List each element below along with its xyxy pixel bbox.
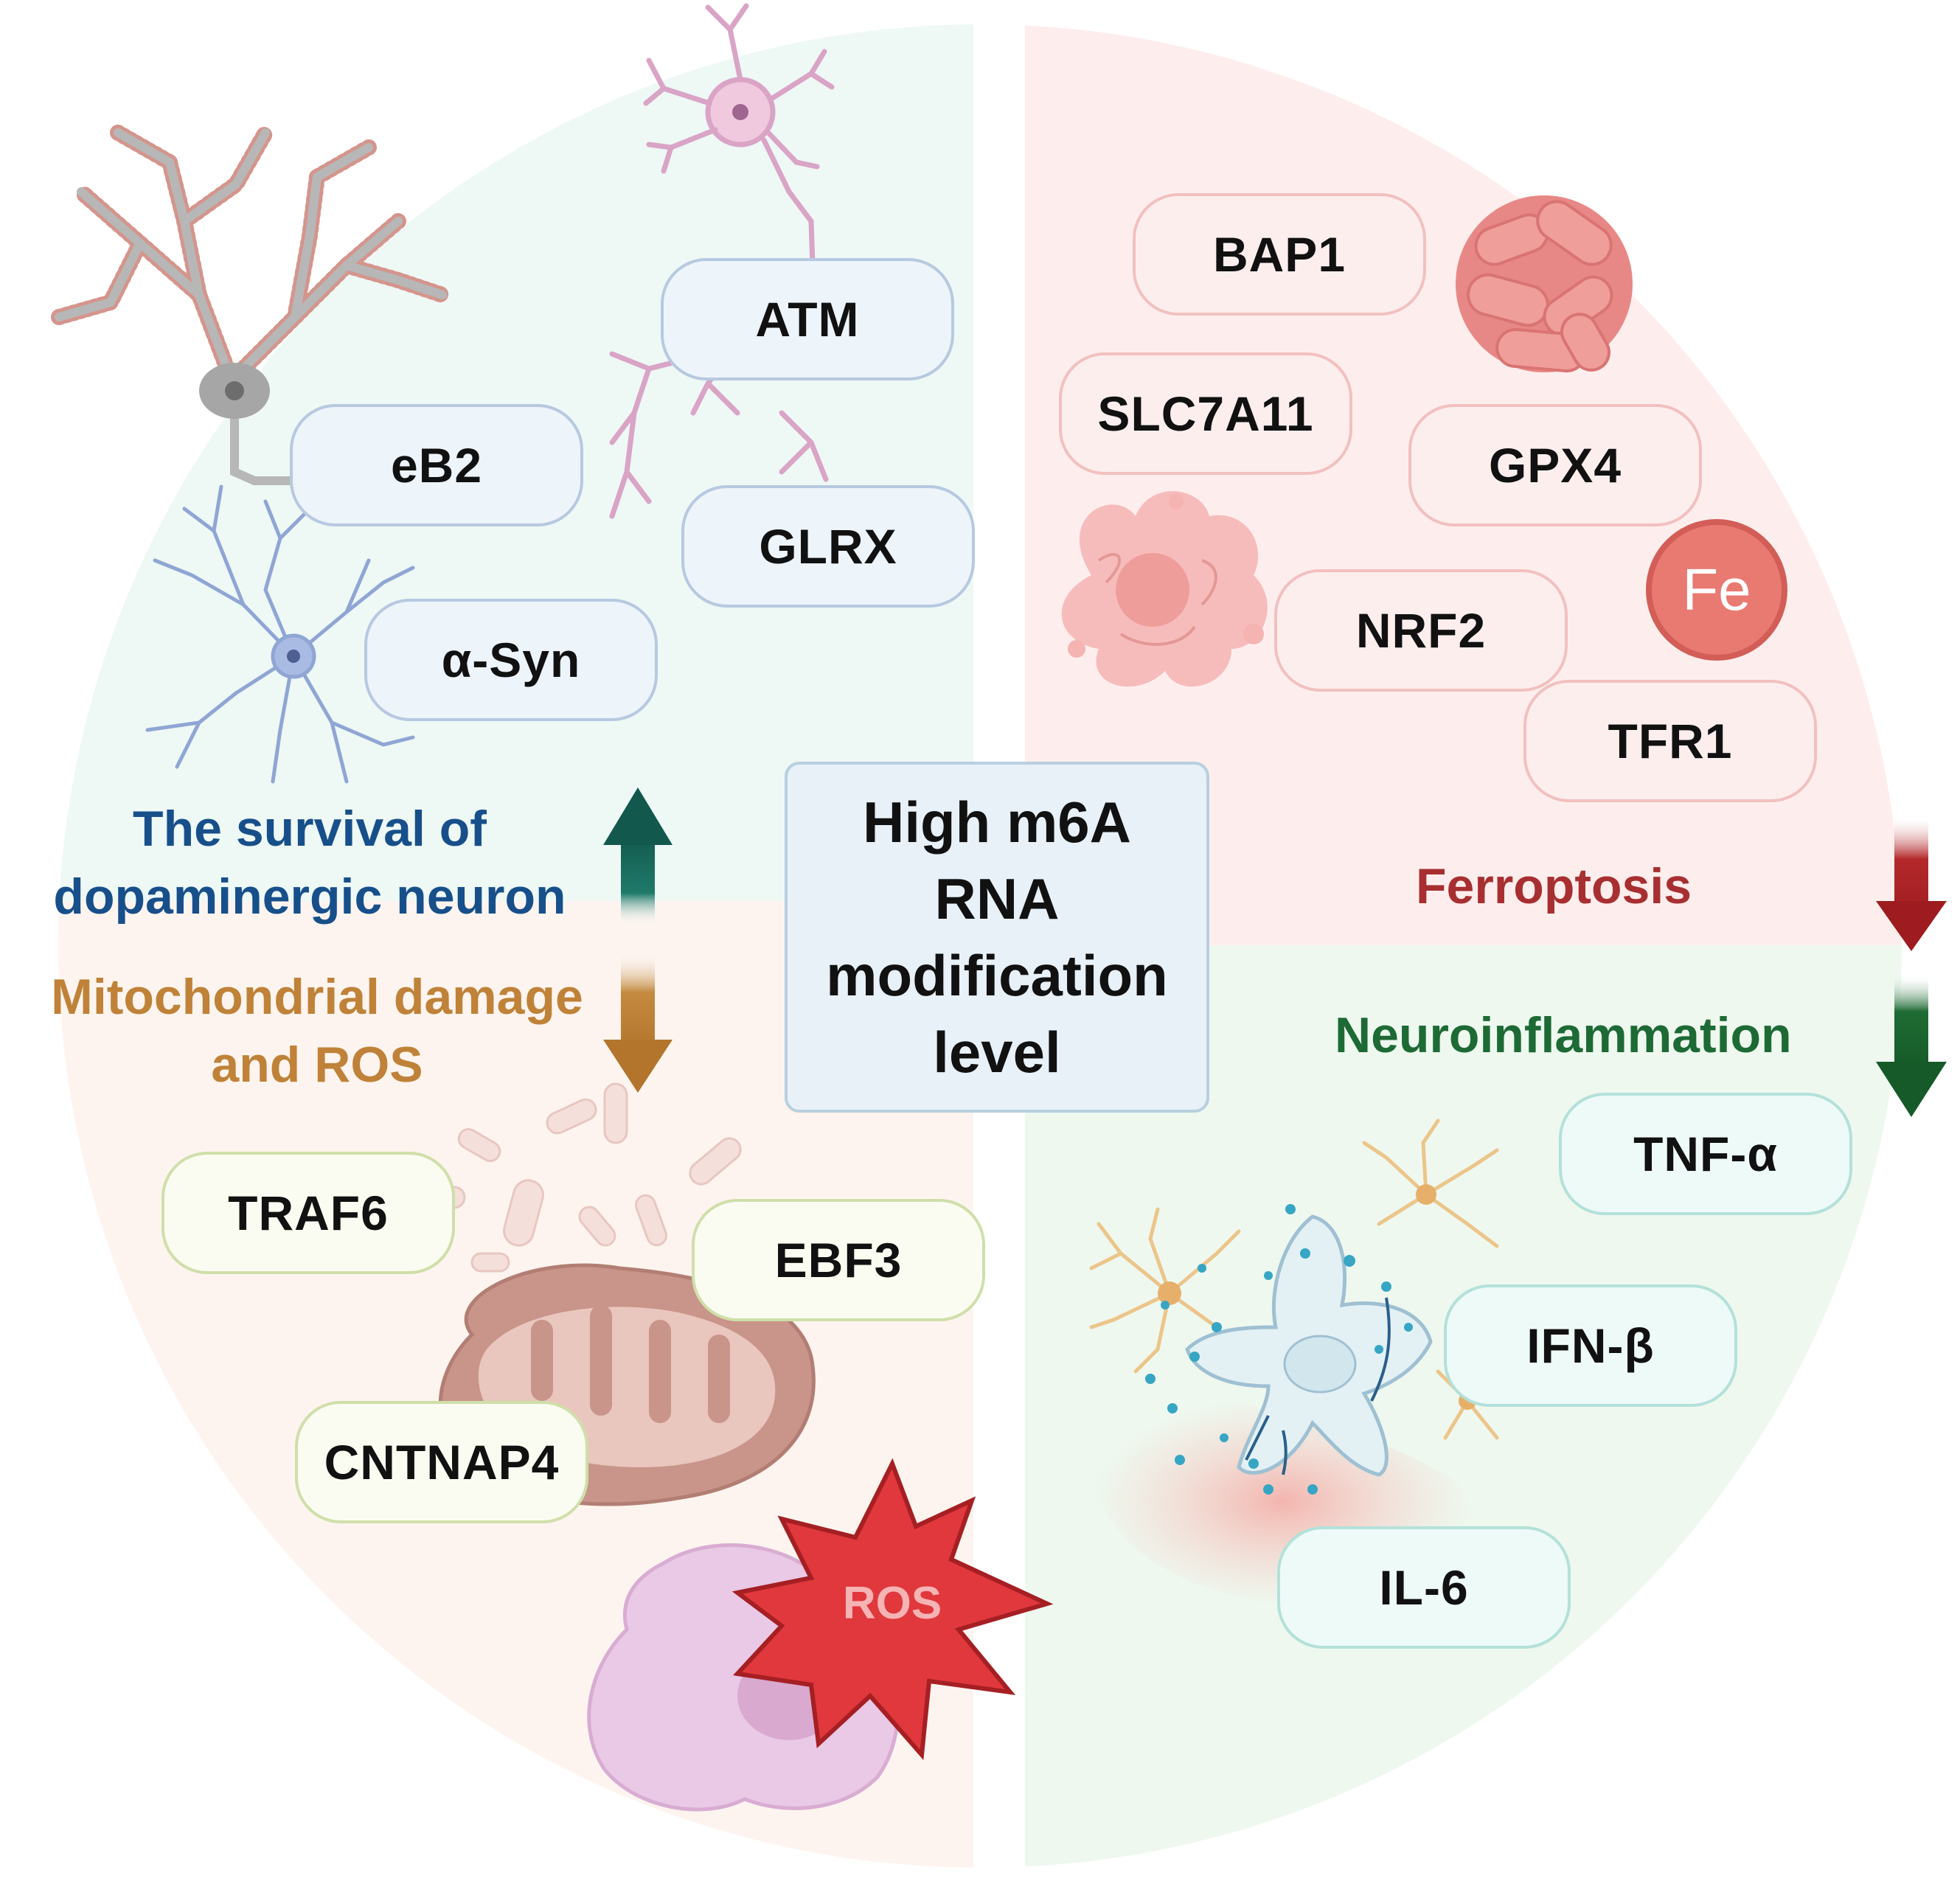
gene-ebf3: EBF3 [692,1199,985,1321]
mitochondrial-label-line-2: and ROS [211,1037,423,1093]
gene-tnf-alpha: TNF-α [1559,1093,1852,1215]
center-line-1: High m6A [862,790,1132,855]
gene-bap1: BAP1 [1133,193,1426,316]
center-line-3: modification [826,943,1168,1008]
ferroptosis-label: Ferroptosis [1416,858,1692,914]
gene-atm: ATM [661,258,954,380]
gene-eb2: eB2 [290,404,583,526]
ros-burst-icon [731,1458,1054,1761]
iron-label: Fe [1682,557,1751,622]
iron-icon [1646,519,1787,661]
gene-il-6: IL-6 [1277,1526,1571,1649]
neuroinflammation-label: Neuroinflammation [1335,1007,1792,1063]
grey-neuron-icon [51,125,451,485]
gene-glrx: GLRX [681,485,975,608]
gene-traf6: TRAF6 [161,1152,455,1274]
gene-nrf2: NRF2 [1274,569,1568,692]
blue-neuron-icon [145,484,415,784]
ferroptotic-cell-icon [1061,491,1268,687]
mitochondrial-down-arrow [603,951,673,1093]
mitochondrial-label: Mitochondrial damage and ROS [22,963,612,1099]
gene-gpx4: GPX4 [1408,404,1702,526]
survival-up-arrow [603,787,673,925]
survival-label: The survival of dopaminergic neuron [29,795,590,931]
survival-label-line-2: dopaminergic neuron [53,869,566,925]
neuroinflammation-down-arrow [1876,973,1947,1117]
mitochondrial-label-line-1: Mitochondrial damage [51,969,583,1025]
gene-ifn-beta: IFN-β [1444,1284,1737,1407]
center-line-2: RNA [934,866,1060,931]
gene-alpha-syn: α-Syn [364,599,658,721]
ferroptosis-down-arrow [1876,815,1947,951]
central-m6a-box: High m6A RNA modification level [785,762,1209,1113]
gene-cntnap4: CNTNAP4 [295,1401,588,1523]
center-line-4: level [933,1020,1061,1085]
pink-neuron-icon [609,3,835,519]
protein-cluster-icon [1456,195,1633,373]
survival-label-line-1: The survival of [133,801,487,857]
gene-slc7a11: SLC7A11 [1059,352,1352,475]
gene-tfr1: TFR1 [1523,680,1817,802]
ros-label: ROS [842,1578,942,1629]
